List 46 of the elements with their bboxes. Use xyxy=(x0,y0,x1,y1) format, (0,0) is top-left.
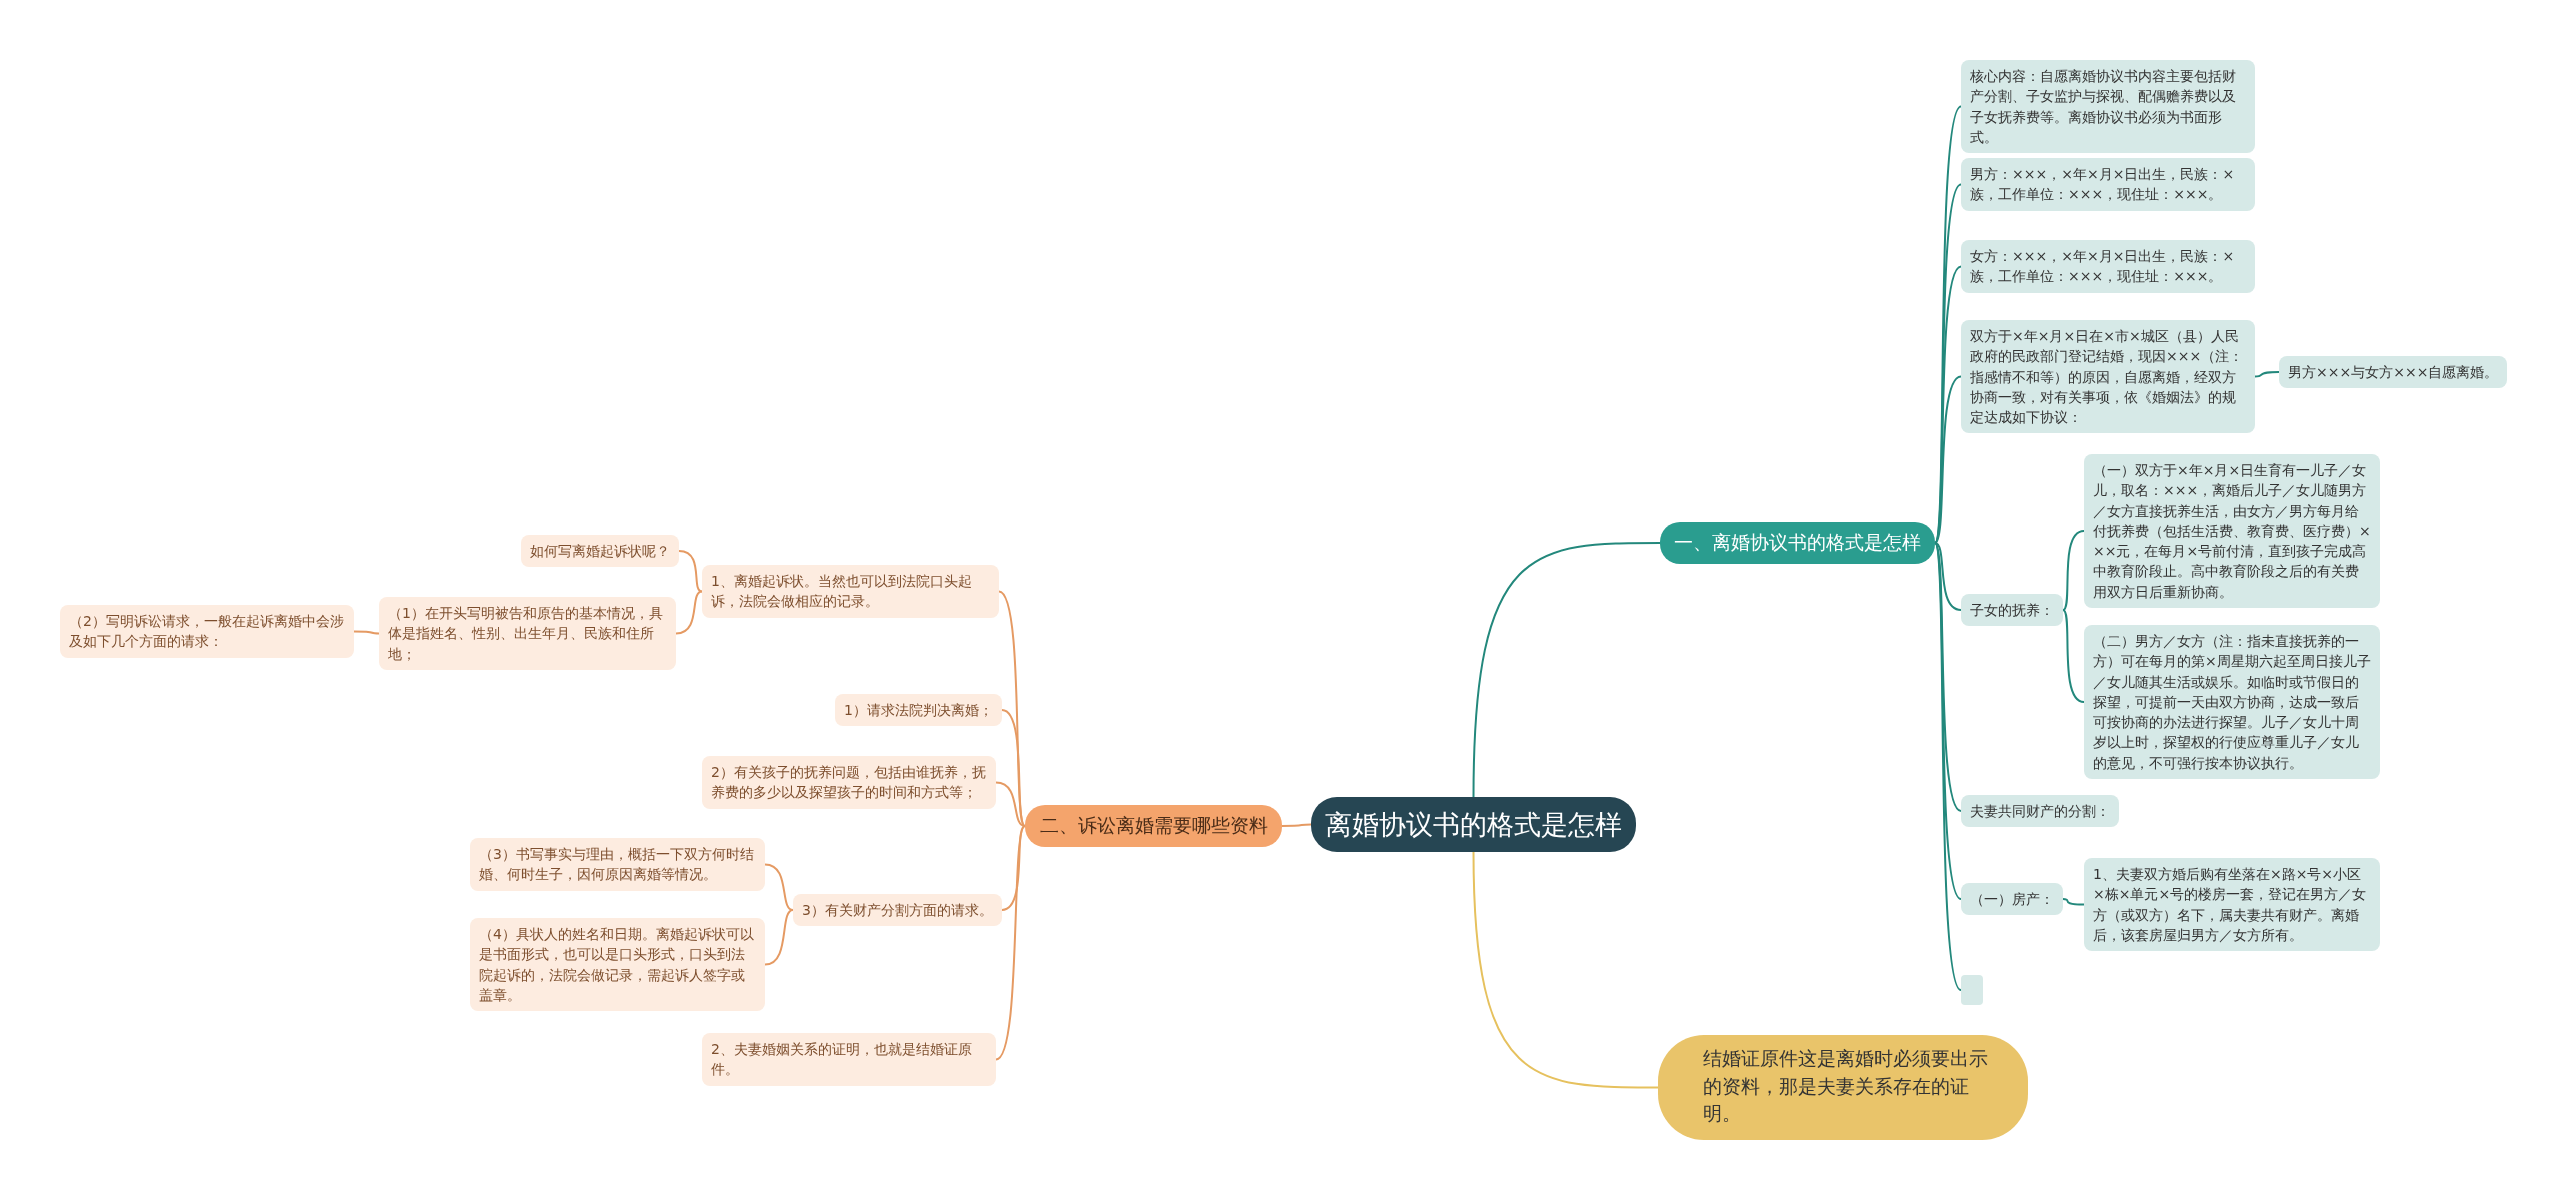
topic-box: （1）在开头写明被告和原告的基本情况，具体是指姓名、性别、出生年月、民族和住所地； xyxy=(379,597,676,670)
connector-line xyxy=(1001,825,1026,911)
topic-box: （一）房产： xyxy=(1961,883,2063,916)
topic-box: （2）写明诉讼请求，一般在起诉离婚中会涉及如下几个方面的请求： xyxy=(60,605,354,658)
connector-line xyxy=(353,630,380,635)
branch-topic: 结婚证原件这是离婚时必须要出示的资料，那是夫妻关系存在的证明。 xyxy=(1658,1035,2028,1140)
connector-line xyxy=(995,825,1026,1061)
connector-line xyxy=(1934,542,1962,812)
topic-box: 夫妻共同财产的分割： xyxy=(1961,795,2119,828)
branch-topic: 二、诉讼离婚需要哪些资料 xyxy=(1025,805,1282,847)
connector-line xyxy=(1281,823,1312,827)
connector-line xyxy=(764,909,794,966)
connector-line xyxy=(2062,530,2085,611)
topic-box: （4）具状人的姓名和日期。离婚起诉状可以是书面形式，也可以是口头形式，口头到法院起诉的，法院会做记录，需起诉人签字或盖章。 xyxy=(470,918,765,1012)
connector-line xyxy=(2062,609,2085,703)
connector-line xyxy=(678,550,703,593)
connector-line xyxy=(1472,542,1661,798)
topic-box: 如何写离婚起诉状呢？ xyxy=(521,535,679,568)
connector-line xyxy=(675,590,703,635)
connector-line xyxy=(1001,709,1026,827)
connector-line xyxy=(1934,542,1962,900)
connector-line xyxy=(764,863,794,911)
empty-box xyxy=(1961,975,1983,1005)
topic-box: 双方于×年×月×日在×市×城区（县）人民政府的民政部门登记结婚，现因×××（注：指感情不和等）的原因，自愿离婚，经双方协商一致，对有关事项，依《婚姻法》的规定达成如下协议： xyxy=(1961,320,2255,434)
topic-box: （一）双方于×年×月×日生育有一儿子／女儿，取名：×××，离婚后儿子／女儿随男方／女方直接抚养生活，由女方／男方每月给付抚养费（包括生活费、教育费、医疗费）×××元，在每月×号前付清，直到孩子完成高中教育阶段止。高中教育阶段之后的有关费用双方日后重新协商。 xyxy=(2084,454,2380,609)
topic-box: 1、离婚起诉状。当然也可以到法院口头起诉，法院会做相应的记录。 xyxy=(702,565,999,618)
topic-box: （二）男方／女方（注：指未直接抚养的一方）可在每月的第×周星期六起至周日接儿子／女儿随其生活或娱乐。如临时或节假日的探望，可提前一天由双方协商，达成一致后可按协商的办法进行探望。儿子／女儿十周岁以上时，探望权的行使应尊重儿子／女儿的意见，不可强行按本协议执行。 xyxy=(2084,625,2380,780)
connector-line xyxy=(995,781,1026,827)
connector-line xyxy=(2062,898,2085,906)
topic-box: 1、夫妻双方婚后购有坐落在×路×号×小区×栋×单元×号的楼房一套，登记在男方／女方（或双方）名下，属夫妻共有财产。离婚后，该套房屋归男方／女方所有。 xyxy=(2084,858,2380,952)
topic-box: 2）有关孩子的抚养问题，包括由谁抚养，抚养费的多少以及探望孩子的时间和方式等； xyxy=(702,756,996,809)
topic-box: 3）有关财产分割方面的请求。 xyxy=(793,894,1002,927)
topic-box: 子女的抚养： xyxy=(1961,594,2063,627)
topic-box: 女方：×××，×年×月×日出生，民族：×族，工作单位：×××，现住址：×××。 xyxy=(1961,240,2255,293)
topic-box: （3）书写事实与理由，概括一下双方何时结婚、何时生子，因何原因离婚等情况。 xyxy=(470,838,765,891)
topic-box: 2、夫妻婚姻关系的证明，也就是结婚证原件。 xyxy=(702,1033,996,1086)
topic-box: 男方×××与女方×××自愿离婚。 xyxy=(2279,356,2508,389)
topic-box: 核心内容：自愿离婚协议书内容主要包括财产分割、子女监护与探视、配偶赡养费以及子女抚养费等。离婚协议书必须为书面形式。 xyxy=(1961,60,2255,154)
connector-line xyxy=(1934,542,1962,611)
branch-topic: 一、离婚协议书的格式是怎样 xyxy=(1660,522,1935,564)
central-topic: 离婚协议书的格式是怎样 xyxy=(1311,797,1636,853)
topic-box: 男方：×××，×年×月×日出生，民族：×族，工作单位：×××，现住址：×××。 xyxy=(1961,158,2255,211)
connector-line xyxy=(1934,375,1962,544)
connector-line xyxy=(1472,851,1659,1089)
topic-box: 1）请求法院判决离婚； xyxy=(835,694,1002,727)
connector-line xyxy=(2254,371,2280,378)
